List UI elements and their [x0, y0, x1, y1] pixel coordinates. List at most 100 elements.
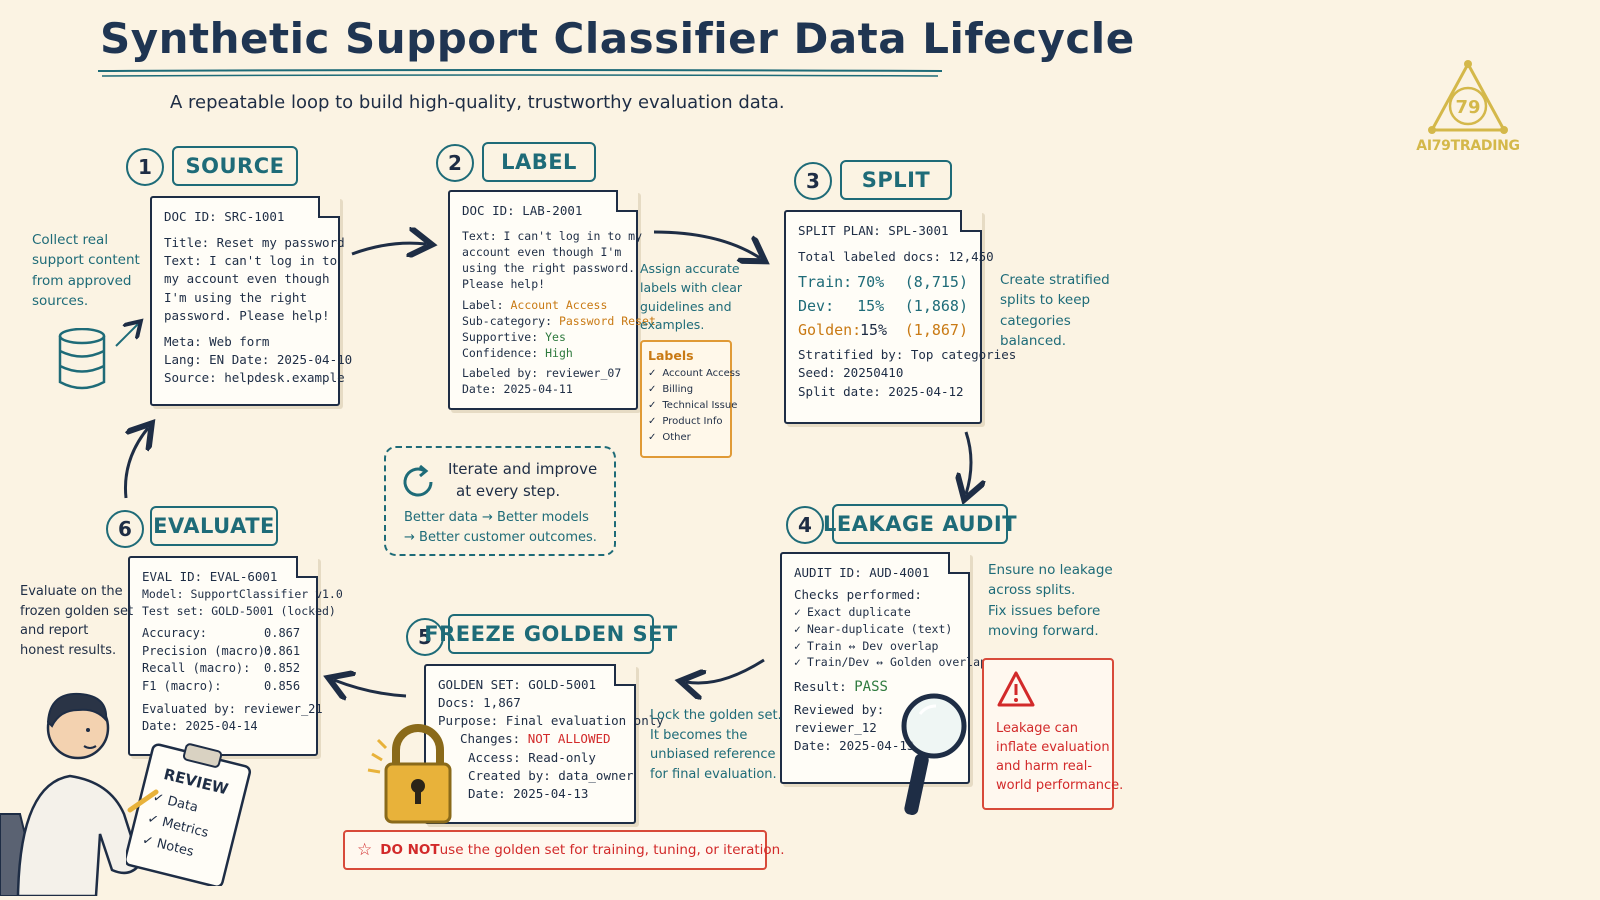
- evaluate-note-line: honest results.: [20, 642, 117, 658]
- source-text-line: I'm using the right: [164, 289, 307, 305]
- iterate-line-2: at every step.: [456, 482, 561, 500]
- split-date: Split date: 2025-04-12: [798, 383, 964, 399]
- arrow-leakage-to-freeze: [686, 658, 765, 683]
- freeze-note-line: It becomes the: [650, 727, 748, 743]
- step-5-label: FREEZE GOLDEN SET: [424, 614, 677, 654]
- eval-test-set: Test set: GOLD-5001 (locked): [142, 603, 336, 618]
- iterate-box: Iterate and improve at every step. Bette…: [384, 446, 616, 556]
- confidence-value: High: [545, 345, 573, 360]
- iterate-line-4: → Better customer outcomes.: [404, 530, 597, 545]
- warning-line: and harm real-: [996, 758, 1093, 774]
- source-text-line: password. Please help!: [164, 307, 330, 323]
- label-text-line: account even though I'm: [462, 245, 622, 260]
- source-text-line: Text: I can't log in to: [164, 253, 338, 269]
- label-text-line: using the right password.: [462, 261, 636, 276]
- do-not-warning-box: ☆ DO NOT use the golden set for training…: [343, 830, 785, 870]
- freeze-note: Lock the golden set. It becomes the unbi…: [650, 706, 782, 784]
- arrow-evaluate-to-source: [123, 428, 148, 499]
- leakage-note-line: across splits.: [988, 582, 1076, 599]
- source-note-line: sources.: [32, 292, 89, 309]
- step-4-number: 4: [786, 506, 824, 544]
- split-note-line: categories: [1000, 312, 1071, 329]
- database-icon: [58, 328, 106, 390]
- warning-text: Leakage can inflate evaluation and harm …: [996, 720, 1123, 795]
- label-value: Account Access: [510, 297, 608, 312]
- evaluate-note-line: frozen golden set: [20, 603, 134, 619]
- labels-list-item: ✓Product Info: [648, 416, 723, 427]
- source-title: Title: Reset my password: [164, 235, 345, 251]
- label-doc-card: DOC ID: LAB-2001 Text: I can't log in to…: [448, 190, 656, 410]
- golden-purpose: Purpose: Final evaluation only: [438, 713, 664, 729]
- labels-list-box: Labels ✓Account Access ✓Billing ✓Technic…: [640, 340, 740, 458]
- checks-heading: Checks performed:: [794, 587, 922, 603]
- source-note: Collect real support content from approv…: [32, 230, 140, 311]
- step-2-label: LABEL: [482, 142, 596, 182]
- split-note: Create stratified splits to keep categor…: [1000, 270, 1110, 351]
- arrow-split-to-leakage: [966, 431, 971, 494]
- do-not-text: use the golden set for training, tuning,…: [439, 842, 785, 858]
- star-icon: ☆: [357, 840, 373, 860]
- golden-changes: Changes: NOT ALLOWED: [460, 731, 611, 747]
- leakage-warning-box: Leakage can inflate evaluation and harm …: [982, 658, 1123, 810]
- freeze-note-line: for final evaluation.: [650, 766, 777, 782]
- magnifier-icon: [901, 693, 967, 815]
- result-value: PASS: [854, 678, 888, 695]
- check-icon: ✓: [648, 384, 657, 395]
- labels-list-item: ✓Other: [648, 432, 691, 443]
- labels-list-item: ✓Technical Issue: [648, 400, 738, 411]
- warning-line: world performance.: [996, 777, 1124, 793]
- supportive-value: Yes: [545, 329, 566, 344]
- leakage-note-line: Ensure no leakage: [988, 562, 1113, 578]
- source-note-line: Collect real: [32, 232, 109, 248]
- source-doc-id: DOC ID: SRC-1001: [164, 209, 285, 224]
- page-fold-icon: [614, 664, 636, 686]
- step-3-label: SPLIT: [840, 160, 952, 200]
- evaluate-note: Evaluate on the frozen golden set and re…: [20, 582, 133, 660]
- check-item: ✓Exact duplicate: [794, 605, 911, 620]
- eval-id: EVAL ID: EVAL-6001: [142, 569, 278, 584]
- audit-date: Date: 2025-04-13: [794, 738, 915, 754]
- source-note-line: support content: [32, 252, 140, 269]
- golden-created-by: Created by: data_owner: [468, 767, 634, 783]
- check-icon: ✓: [648, 400, 657, 411]
- source-source: Source: helpdesk.example: [164, 370, 345, 385]
- split-note-line: balanced.: [1000, 332, 1067, 349]
- page-fold-icon: [616, 190, 638, 212]
- leakage-note-line: moving forward.: [988, 622, 1099, 639]
- logo-text: AI79TRADING: [1416, 138, 1520, 154]
- arrow-label-to-split: [653, 230, 760, 258]
- logo-mark-text: 79: [1455, 97, 1480, 118]
- reviewer-person-icon: [0, 692, 142, 896]
- check-icon: ✓: [794, 655, 801, 670]
- split-note-line: Create stratified: [1000, 272, 1110, 288]
- label-note-line: Assign accurate: [640, 261, 740, 276]
- source-meta: Meta: Web form: [164, 333, 270, 349]
- step-2-number: 2: [436, 144, 474, 182]
- evaluate-note-line: Evaluate on the: [20, 584, 123, 599]
- page-fold-icon: [948, 552, 970, 574]
- check-icon: ✓: [794, 621, 801, 636]
- step-3-number: 3: [794, 162, 832, 200]
- label-note-line: examples.: [640, 317, 705, 333]
- refresh-icon: [403, 464, 433, 497]
- leakage-note: Ensure no leakage across splits. Fix iss…: [988, 560, 1113, 641]
- supportive-field: Supportive: Yes: [462, 329, 566, 344]
- evaluation-card: EVAL ID: EVAL-6001 Model: SupportClassif…: [128, 556, 343, 756]
- evaluated-by: Evaluated by: reviewer_21: [142, 702, 323, 717]
- golden-set-card: GOLDEN SET: GOLD-5001 Docs: 1,867 Purpos…: [424, 664, 664, 824]
- eval-date: Date: 2025-04-14: [142, 719, 258, 734]
- check-icon: ✓: [648, 368, 657, 379]
- metric-row: Accuracy:0.867: [142, 626, 301, 641]
- split-seed: Seed: 20250410: [798, 365, 904, 381]
- iterate-line-3: Better data → Better models: [404, 510, 589, 525]
- split-plan-id: SPLIT PLAN: SPL-3001: [798, 223, 949, 238]
- source-note-line: from approved: [32, 272, 132, 289]
- check-icon: ✓: [794, 638, 801, 653]
- label-field: Label: Account Access: [462, 297, 608, 312]
- golden-access: Access: Read-only: [468, 749, 596, 765]
- step-4-label: LEAKAGE AUDIT: [823, 504, 1017, 544]
- metric-row: Recall (macro):0.852: [142, 661, 301, 676]
- check-icon: ✓: [648, 432, 657, 443]
- freeze-note-line: unbiased reference: [650, 747, 776, 762]
- labels-heading: Labels: [648, 348, 694, 363]
